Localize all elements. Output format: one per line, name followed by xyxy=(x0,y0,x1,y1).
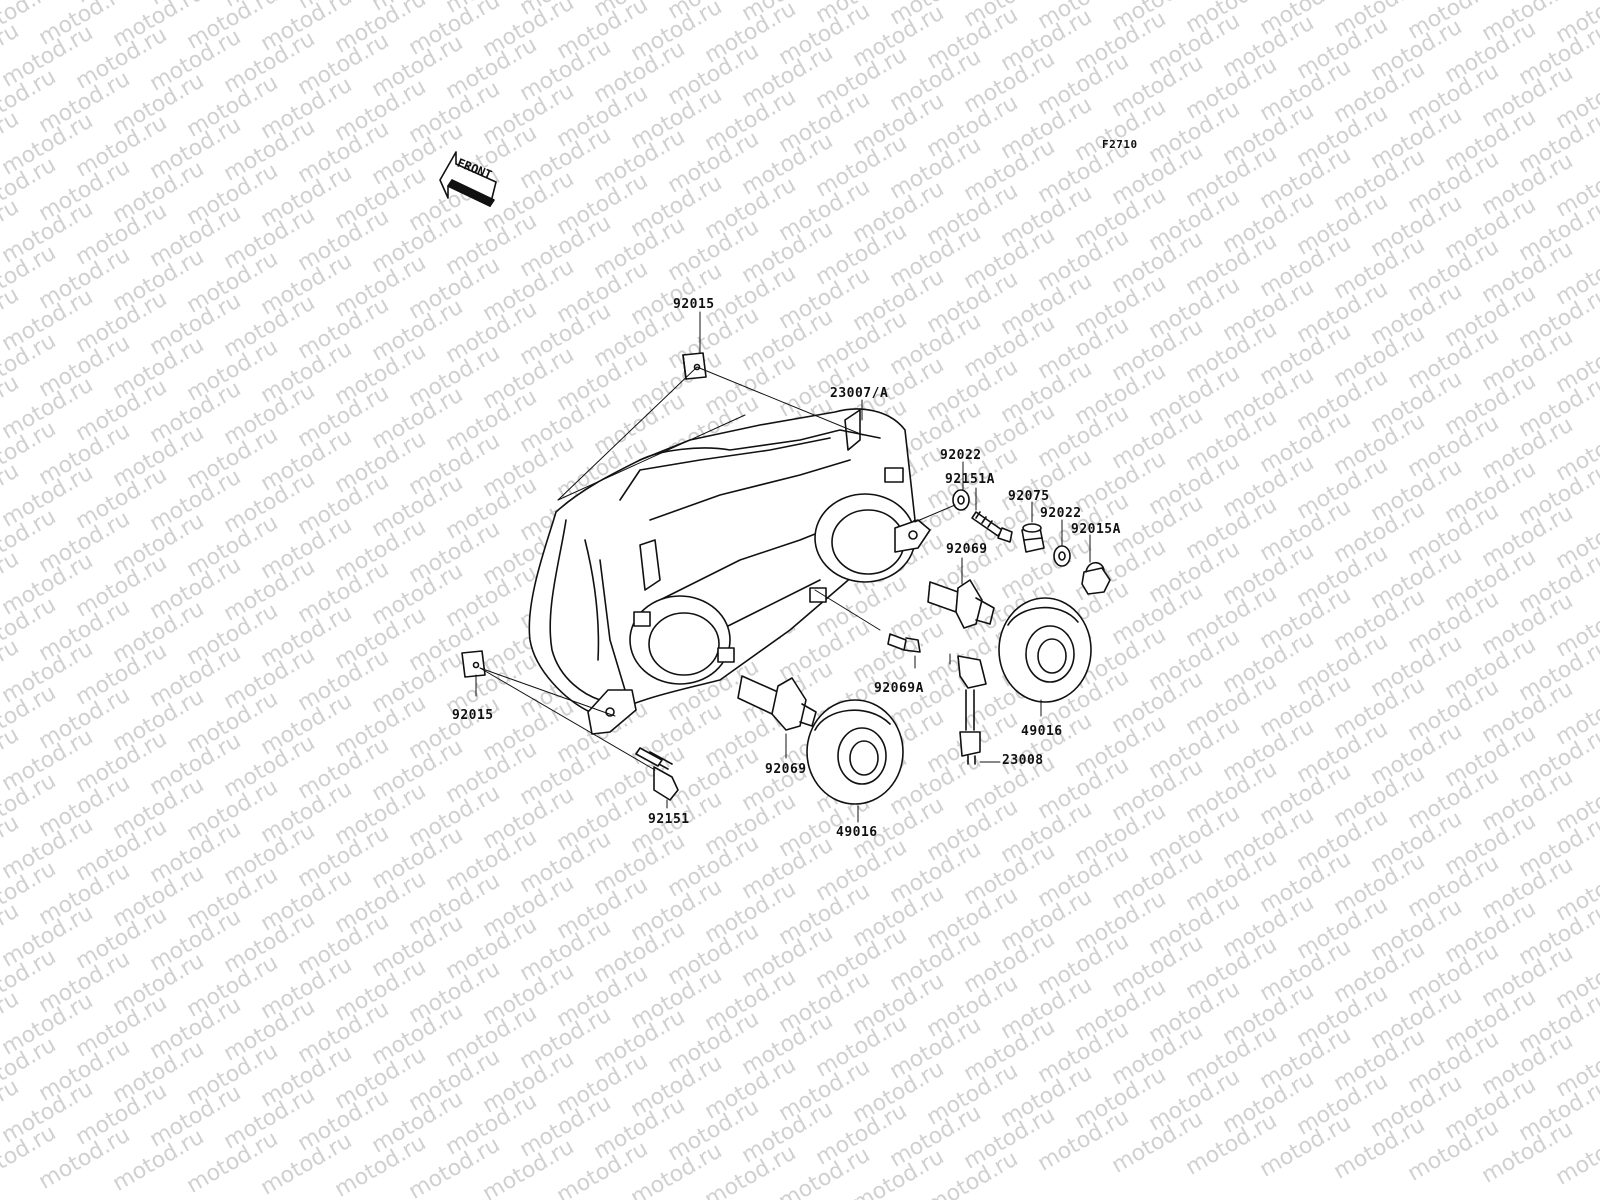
part-label-92015-left[interactable]: 92015 xyxy=(452,708,494,723)
bolt-92151 xyxy=(635,747,679,801)
grommet-92075 xyxy=(1021,523,1045,553)
leader-lines xyxy=(475,311,1091,823)
front-arrow-icon: FRONT xyxy=(439,151,497,207)
part-label-92015a[interactable]: 92015A xyxy=(1071,522,1121,537)
bolt-92151a xyxy=(971,511,1013,543)
bulb-92069-left xyxy=(737,675,817,731)
part-label-49016-right[interactable]: 49016 xyxy=(1021,724,1063,739)
part-label-92015-top[interactable]: 92015 xyxy=(673,297,715,312)
part-label-49016-left[interactable]: 49016 xyxy=(836,825,878,840)
part-label-23007a[interactable]: 23007/A xyxy=(830,386,889,401)
part-label-23008[interactable]: 23008 xyxy=(1002,753,1044,768)
clip-nut-top xyxy=(682,352,707,380)
part-label-92022-a[interactable]: 92022 xyxy=(940,448,982,463)
part-label-92069-right[interactable]: 92069 xyxy=(946,542,988,557)
dust-boot-49016-left xyxy=(806,699,904,805)
cap-nut-92015a xyxy=(1081,561,1111,595)
part-label-92075[interactable]: 92075 xyxy=(1008,489,1050,504)
part-label-92151a[interactable]: 92151A xyxy=(945,472,995,487)
part-label-92151[interactable]: 92151 xyxy=(648,812,690,827)
part-label-92069a[interactable]: 92069A xyxy=(874,681,924,696)
socket-harness-23008 xyxy=(957,655,987,765)
bulb-92069-right xyxy=(927,579,995,629)
bulb-92069a xyxy=(887,633,921,653)
part-label-92022-b[interactable]: 92022 xyxy=(1040,506,1082,521)
headlight-housing xyxy=(528,408,931,735)
dust-boot-49016-right xyxy=(998,597,1092,703)
washer-92022-b xyxy=(1053,545,1071,567)
figure-code: F2710 xyxy=(1102,138,1138,151)
part-label-92069-left[interactable]: 92069 xyxy=(765,762,807,777)
clip-nut-left xyxy=(461,650,486,678)
